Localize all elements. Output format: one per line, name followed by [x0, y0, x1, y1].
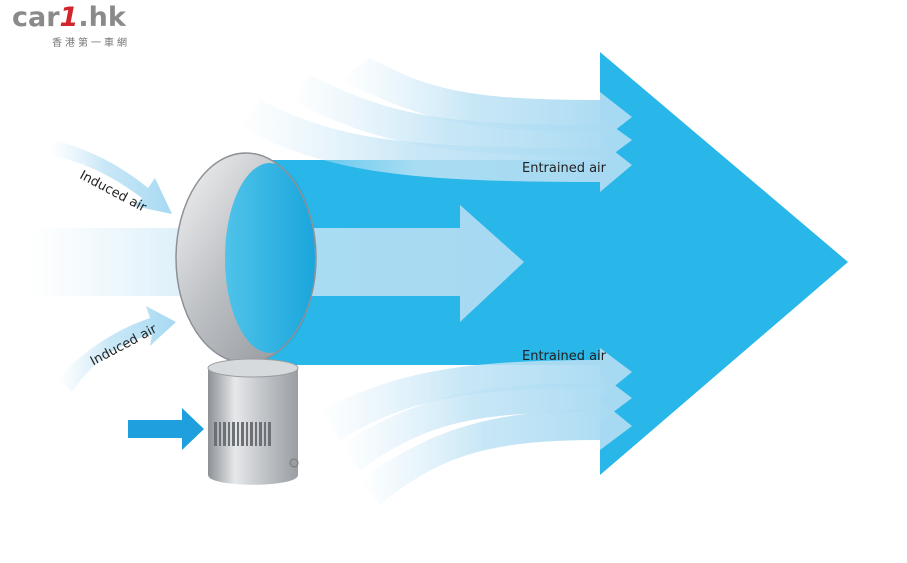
label-entrained-air-top: Entrained air	[522, 161, 607, 176]
intake-arrow	[128, 408, 204, 450]
main-airflow-arrow	[250, 52, 848, 475]
logo-wordmark: car1.hk	[12, 2, 126, 33]
base-dial	[289, 458, 299, 468]
fan-loop	[175, 152, 317, 364]
lower-entrained-streams	[320, 348, 632, 505]
induced-air-arrow-top	[50, 140, 172, 214]
fan-base	[207, 358, 299, 485]
base-grille	[214, 422, 271, 446]
logo-subtitle: 香港第一車網	[52, 38, 130, 49]
induced-air-arrow-bottom	[58, 306, 176, 392]
car1hk-logo: car1.hk 香港第一車網	[12, 2, 162, 49]
label-entrained-air-bottom: Entrained air	[522, 349, 607, 364]
upper-entrained-streams	[240, 58, 632, 192]
